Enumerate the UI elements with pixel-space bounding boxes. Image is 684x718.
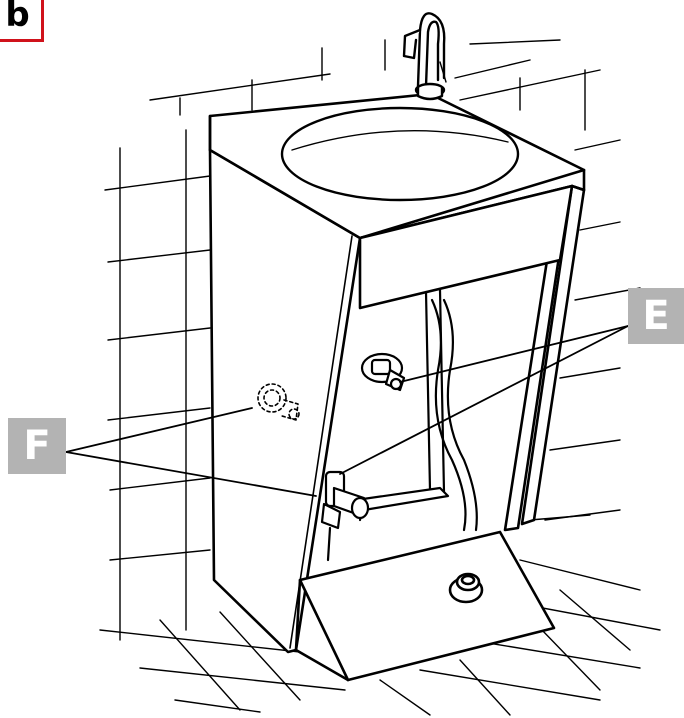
- basin: [280, 106, 520, 202]
- callout-label-e: E: [628, 288, 684, 344]
- plumbing: [354, 288, 478, 532]
- foot-pedal: [294, 530, 556, 682]
- floor-tiles: [99, 514, 661, 716]
- valve-f-lower-icon: [320, 470, 370, 562]
- figure-tag: b: [0, 0, 44, 42]
- callout-label-f: F: [8, 418, 66, 474]
- wall-tiles: [104, 39, 641, 641]
- side-valve-icon: [257, 383, 300, 421]
- faucet: [402, 12, 447, 101]
- valve-e-upper-icon: [360, 352, 406, 392]
- callout-lines: [65, 325, 629, 497]
